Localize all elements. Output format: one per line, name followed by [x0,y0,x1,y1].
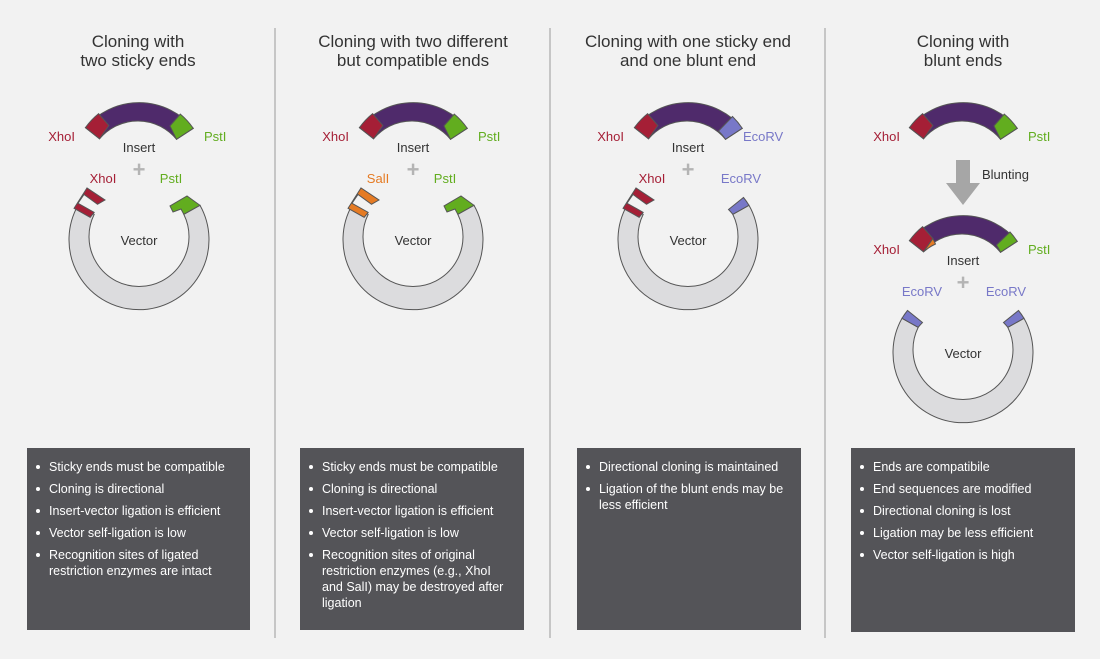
bullet-item: Cloning is directional [36,481,240,497]
bullet-list: Directional cloning is maintained Ligati… [577,448,801,513]
panel-3-diagram: XhoI EcoRV Insert + XhoI EcoRV Vector [597,102,784,311]
bullet-item: Vector self-ligation is low [36,525,240,541]
vector-sali-end [347,187,380,219]
panel-4-diagram: XhoI PstI Blunting XhoI PstI Insert + Ec… [873,102,1050,424]
bullet-list: Sticky ends must be compatible Cloning i… [27,448,250,579]
bullet-item: End sequences are modified [860,481,1065,497]
plus-sign: + [133,157,146,182]
insert-psti-end [443,113,468,141]
blunting-arrow [946,160,980,205]
panel-2-diagram: XhoI PstI Insert + SalI PstI Vector [322,102,500,311]
insert-label: Insert [672,140,705,155]
panel-1-diagram: XhoI PstI Insert + XhoI PstI Vector [48,102,226,311]
vector-xhoi-end [73,187,106,219]
insert-label: Insert [947,253,980,268]
panel-divider [274,28,276,638]
bullet-item: Vector self-ligation is high [860,547,1065,563]
insert-xhoi-label: XhoI [322,129,349,144]
panel-title: Cloning with blunt ends [916,32,1010,70]
insert-psti-end [995,231,1018,254]
info-box: Directional cloning is maintained Ligati… [577,448,801,630]
insert-top-psti-label: PstI [1028,129,1050,144]
insert-label: Insert [123,140,156,155]
bullet-list: Sticky ends must be compatible Cloning i… [300,448,524,611]
bullet-item: Recognition sites of original restrictio… [309,547,514,611]
panel-title: Cloning with two sticky ends [80,32,196,70]
insert-xhoi-label: XhoI [48,129,75,144]
insert-xhoi-end [633,112,659,140]
vector-ecorv-label: EcoRV [721,171,762,186]
vector-ring [68,204,210,311]
vector-xhoi-label: XhoI [90,171,117,186]
plus-sign: + [957,270,970,295]
bullet-item: Ends are compatibile [860,459,1065,475]
vector-ecorv-right-label: EcoRV [986,284,1027,299]
info-box: Sticky ends must be compatible Cloning i… [300,448,524,630]
panel-title: Cloning with one sticky end and one blun… [584,32,791,70]
bullet-item: Ligation may be less efficient [860,525,1065,541]
vector-xhoi-label: XhoI [639,171,666,186]
bullet-item: Vector self-ligation is low [309,525,514,541]
insert-label: Insert [397,140,430,155]
info-box: Sticky ends must be compatible Cloning i… [27,448,250,630]
panel-divider [549,28,551,638]
vector-ecorv-left-end [901,309,924,329]
vector-psti-label: PstI [434,171,456,186]
insert-psti-label: PstI [204,129,226,144]
vector-label: Vector [395,233,433,248]
bullet-item: Directional cloning is maintained [586,459,791,475]
insert-xhoi-end [908,112,934,140]
info-box: Ends are compatibile End sequences are m… [851,448,1075,632]
vector-ring [892,317,1034,424]
bullet-item: Directional cloning is lost [860,503,1065,519]
vector-ring [342,204,484,311]
vector-ecorv-end [727,196,750,216]
panel-title: Cloning with two different but compatibl… [318,32,508,70]
insert-psti-end [993,113,1018,141]
insert-psti-end [169,113,194,141]
bullet-item: Ligation of the blunt ends may be less e… [586,481,791,513]
vector-label: Vector [121,233,159,248]
vector-sali-label: SalI [367,171,389,186]
vector-psti-end [443,195,475,216]
vector-xhoi-end [622,187,655,219]
bullet-item: Insert-vector ligation is efficient [36,503,240,519]
panel-divider [824,28,826,638]
vector-label: Vector [945,346,983,361]
bullet-item: Cloning is directional [309,481,514,497]
insert-fill-in-end [923,237,937,253]
insert-top-xhoi-label: XhoI [873,129,900,144]
insert-psti-label: PstI [1028,242,1050,257]
vector-label: Vector [670,233,708,248]
vector-psti-label: PstI [160,171,182,186]
vector-ecorv-right-end [1002,309,1025,329]
vector-psti-end [169,195,201,216]
insert-ecorv-end [717,115,743,140]
insert-xhoi-label: XhoI [873,242,900,257]
insert-psti-label: PstI [478,129,500,144]
bullet-item: Insert-vector ligation is efficient [309,503,514,519]
plus-sign: + [682,157,695,182]
vector-ecorv-left-label: EcoRV [902,284,943,299]
blunting-label: Blunting [982,167,1029,182]
insert-xhoi-end [358,112,384,140]
vector-ring [617,204,759,311]
bullet-item: Sticky ends must be compatible [36,459,240,475]
insert-xhoi-end [84,112,110,140]
insert-xhoi-label: XhoI [597,129,624,144]
plus-sign: + [407,157,420,182]
insert-ecorv-label: EcoRV [743,129,784,144]
bullet-list: Ends are compatibile End sequences are m… [851,448,1075,563]
bullet-item: Recognition sites of ligated restriction… [36,547,240,579]
bullet-item: Sticky ends must be compatible [309,459,514,475]
